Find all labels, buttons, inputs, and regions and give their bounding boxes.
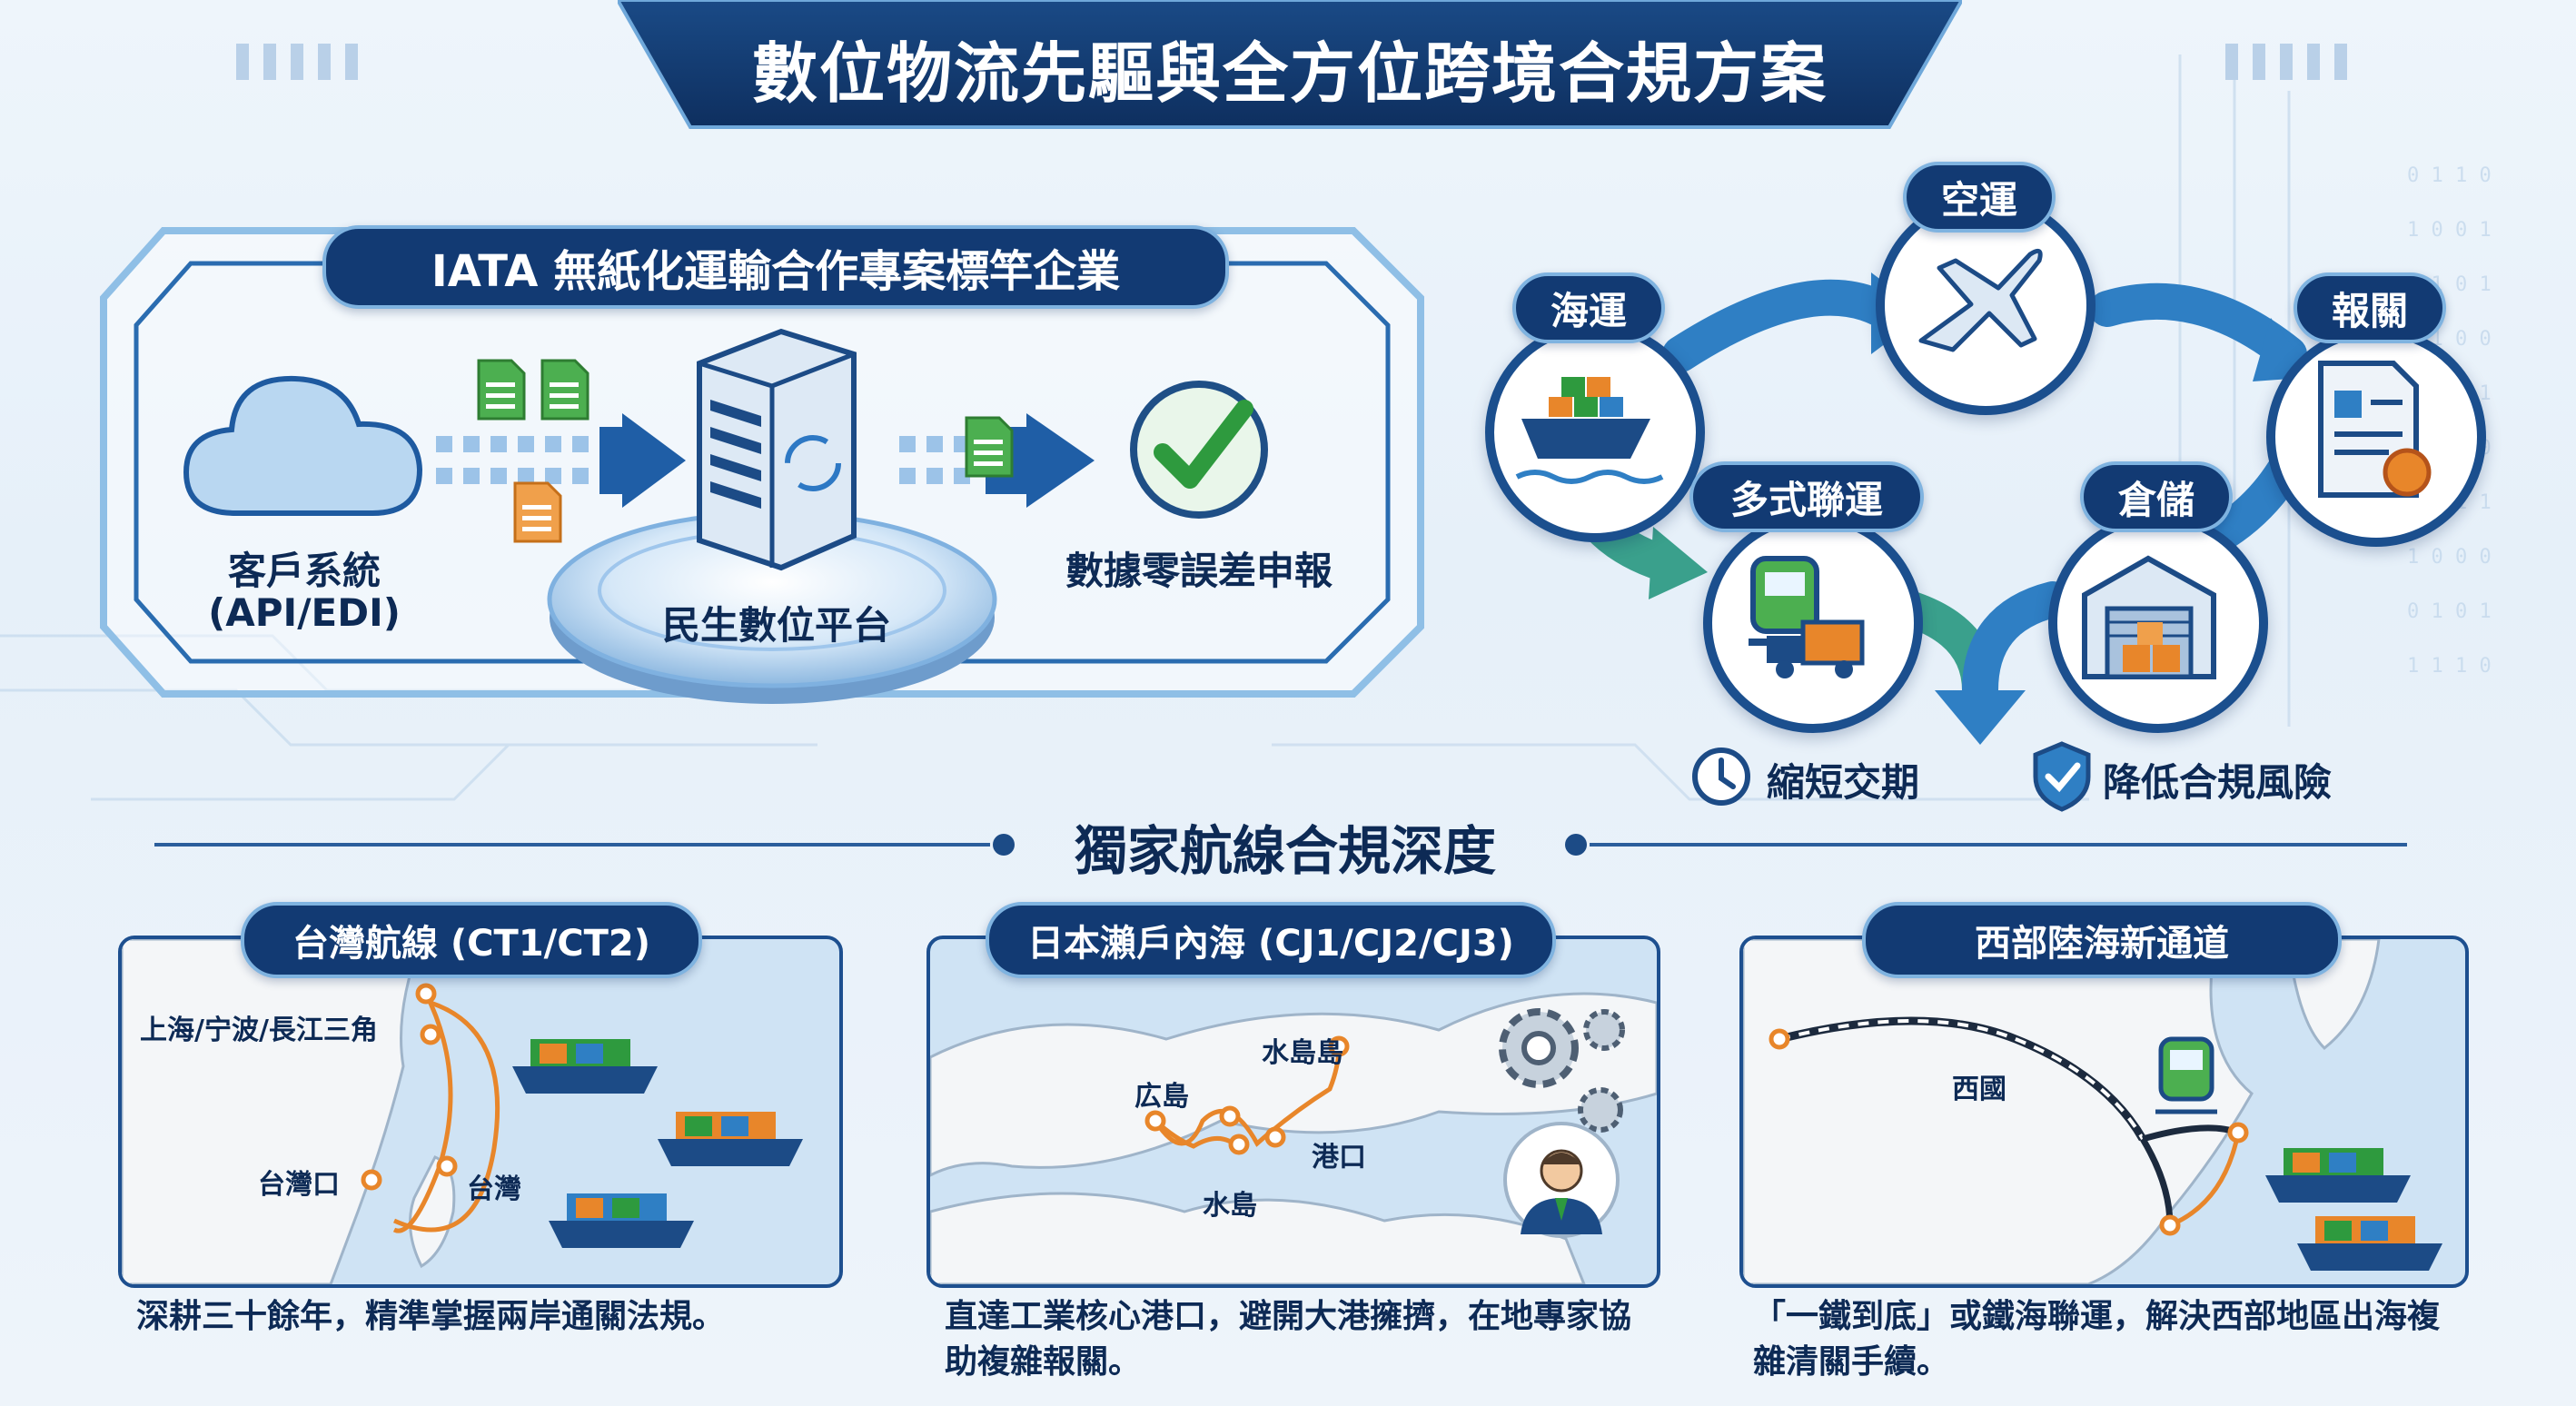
svg-text:0 1 0 1: 0 1 0 1 xyxy=(2407,600,2492,623)
route-desc-taiwan: 深耕三十餘年，精準掌握兩岸通關法規。 xyxy=(136,1298,726,1335)
page-title: 數位物流先驅與全方位跨境合規方案 xyxy=(751,35,1828,112)
train-truck-icon xyxy=(1749,556,1865,678)
clock-icon xyxy=(1692,748,1750,806)
warehouse-circle xyxy=(2048,513,2268,733)
routes-section-title: 獨家航線合規深度 xyxy=(1074,820,1496,882)
taiwan-route-map xyxy=(122,939,803,1284)
map-label-taiwan: 台灣 xyxy=(467,1173,521,1205)
customs-document-icon xyxy=(2318,361,2432,498)
air-freight-label: 空運 xyxy=(1903,162,2056,233)
client-system-label: 客戶系統 xyxy=(227,549,381,593)
platform-label: 民生數位平台 xyxy=(661,603,891,648)
warehouse-label: 倉儲 xyxy=(2080,461,2233,532)
map-label-mizushima-island: 水島島 xyxy=(1262,1037,1343,1069)
route-desc-japan: 直達工業核心港口，避開大港擁擠，在地專家協助複雜報關。 xyxy=(945,1298,1632,1381)
shield-icon xyxy=(2033,741,2091,812)
svg-text:0 1 1 0: 0 1 1 0 xyxy=(2407,164,2492,187)
route-name-taiwan: 台灣航線 (CT1/CT2) xyxy=(241,902,702,978)
route-desc-western: 「一鐵到底」或鐵海聯運，解決西部地區出海複雜清關手續。 xyxy=(1753,1298,2441,1381)
iata-label: IATA 無紙化運輸合作專案標竿企業 xyxy=(322,225,1229,309)
document-icon xyxy=(477,359,590,421)
map-label-port: 港口 xyxy=(1312,1142,1366,1173)
client-system-api-label: (API/EDI) xyxy=(208,590,401,635)
server-icon xyxy=(697,328,857,571)
customs-label: 報關 xyxy=(2294,272,2446,343)
route-name-western: 西部陸海新通道 xyxy=(1862,902,2342,978)
ship-icon xyxy=(1515,377,1664,484)
airplane-icon xyxy=(1918,248,2043,352)
svg-text:1 1 1 0: 1 1 1 0 xyxy=(2407,655,2492,678)
person-icon xyxy=(1503,1122,1620,1238)
train-icon xyxy=(2155,1036,2217,1114)
document-icon xyxy=(513,481,562,543)
route-name-japan: 日本瀨戶內海 (CJ1/CJ2/CJ3) xyxy=(986,902,1556,978)
customs-circle xyxy=(2266,327,2486,547)
map-label-shanghai: 上海/宁波/長江三角 xyxy=(140,1015,378,1046)
route-panel-taiwan: 上海/宁波/長江三角 台灣口 台灣 xyxy=(118,936,843,1288)
document-icon xyxy=(965,416,1014,478)
routes-heading-lines xyxy=(154,834,2407,856)
zero-error-declaration-label: 數據零誤差申報 xyxy=(1065,549,1333,593)
air-freight-circle xyxy=(1876,195,2095,415)
japan-route-map xyxy=(930,992,1657,1284)
gear-icon xyxy=(1499,1008,1625,1133)
data-flow-arrow-left xyxy=(436,413,686,508)
svg-text:1 0 0 1: 1 0 0 1 xyxy=(2407,219,2492,242)
sea-freight-circle xyxy=(1485,322,1705,542)
western-route-map xyxy=(1743,939,2442,1284)
shorter-lead-time-label: 縮短交期 xyxy=(1767,760,1920,805)
svg-text:1 0 0 0: 1 0 0 0 xyxy=(2407,546,2492,569)
warehouse-icon xyxy=(2082,555,2216,679)
map-label-mizushima: 水島 xyxy=(1203,1190,1257,1222)
cloud-icon xyxy=(183,375,423,516)
route-panel-japan: 水島島 広島 港口 水島 xyxy=(926,936,1660,1288)
map-label-taiwan-port: 台灣口 xyxy=(258,1169,340,1201)
title-banner: 數位物流先驅與全方位跨境合規方案 xyxy=(618,0,1962,136)
multimodal-circle xyxy=(1703,513,1923,733)
platform-disc xyxy=(547,510,997,704)
lower-compliance-risk-label: 降低合規風險 xyxy=(2103,760,2333,805)
check-circle-icon xyxy=(1130,381,1268,519)
map-label-hiroshima: 広島 xyxy=(1134,1081,1189,1113)
title-banner-shape xyxy=(618,0,1962,129)
map-label-west: 西國 xyxy=(1952,1074,2006,1105)
sea-freight-label: 海運 xyxy=(1512,272,1665,343)
multimodal-label: 多式聯運 xyxy=(1689,461,1924,532)
route-panel-western: 西國 xyxy=(1739,936,2469,1288)
